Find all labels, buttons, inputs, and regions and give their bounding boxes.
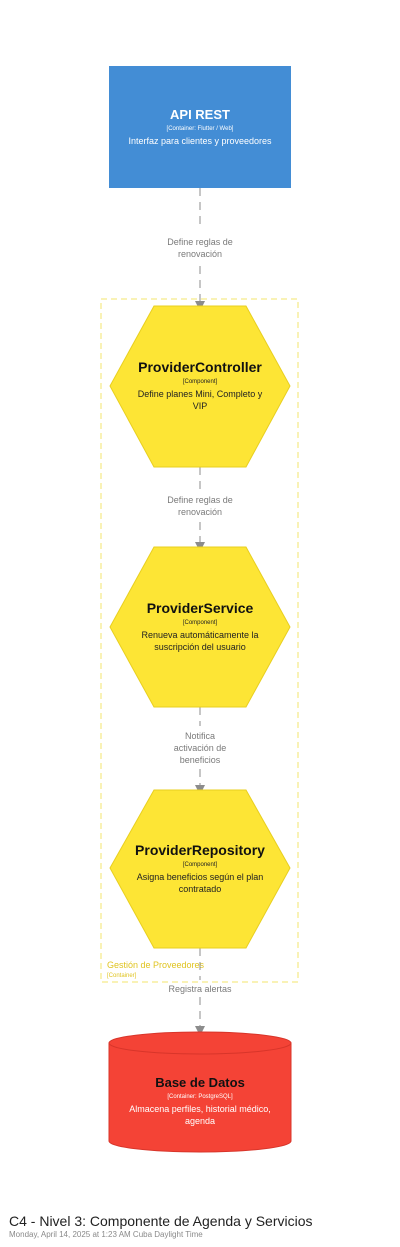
- edge-label: Notifica: [185, 731, 215, 741]
- provider-controller-component[interactable]: ProviderController [Component] Define pl…: [109, 305, 291, 468]
- provider-controller-tech: [Component]: [183, 379, 218, 385]
- edge-label: Registra alertas: [168, 984, 232, 994]
- c4-diagram: Gestión de Proveedores [Container] Defin…: [100, 66, 299, 1153]
- edge-label: Define reglas de: [167, 495, 233, 505]
- api-rest-tech: [Container: Flutter / Web]: [167, 126, 234, 132]
- boundary-type: [Container]: [107, 973, 137, 979]
- edge-label: activación de: [174, 743, 227, 753]
- edge-label: beneficios: [180, 755, 221, 765]
- database-description: agenda: [185, 1116, 215, 1126]
- database-tech: [Container: PostgreSQL]: [167, 1094, 233, 1100]
- provider-repository-tech: [Component]: [183, 862, 218, 868]
- database-cylinder-rim: [108, 1042, 292, 1055]
- edge-label: Define reglas de: [167, 237, 233, 247]
- provider-service-description: Renueva automáticamente la: [141, 630, 258, 640]
- database-description: Almacena perfiles, historial médico,: [129, 1104, 271, 1114]
- diagram-timestamp: Monday, April 14, 2025 at 1:23 AM Cuba D…: [9, 1230, 203, 1239]
- api-rest-container[interactable]: API REST [Container: Flutter / Web] Inte…: [109, 66, 291, 188]
- edge-label: renovación: [178, 507, 222, 517]
- gestion-proveedores-boundary[interactable]: Gestión de Proveedores [Container]: [100, 298, 299, 983]
- provider-service-hexagon: [109, 546, 291, 708]
- boundary-label: Gestión de Proveedores: [107, 960, 205, 970]
- provider-service-title: ProviderService: [147, 600, 254, 616]
- database-title: Base de Datos: [155, 1075, 245, 1090]
- edge-service-to-repository[interactable]: Notifica activación de beneficios: [174, 707, 227, 795]
- edge-api-to-controller[interactable]: Define reglas de renovación: [167, 188, 233, 311]
- provider-controller-title: ProviderController: [138, 359, 262, 375]
- provider-repository-description: contratado: [179, 884, 222, 894]
- api-rest-box: [109, 66, 291, 188]
- edge-repository-to-database[interactable]: Registra alertas: [168, 948, 232, 1036]
- provider-repository-description: Asigna beneficios según el plan: [137, 872, 264, 882]
- database-container[interactable]: Base de Datos [Container: PostgreSQL] Al…: [108, 1031, 292, 1153]
- diagram-title: C4 - Nivel 3: Componente de Agenda y Ser…: [9, 1213, 313, 1229]
- provider-repository-title: ProviderRepository: [135, 842, 265, 858]
- provider-controller-hexagon: [109, 305, 291, 468]
- provider-controller-description: Define planes Mini, Completo y: [138, 389, 263, 399]
- api-rest-title: API REST: [170, 107, 230, 122]
- provider-repository-component[interactable]: ProviderRepository [Component] Asigna be…: [109, 789, 291, 949]
- database-cylinder-body: [108, 1031, 292, 1153]
- provider-service-component[interactable]: ProviderService [Component] Renueva auto…: [109, 546, 291, 708]
- provider-service-description: suscripción del usuario: [154, 642, 246, 652]
- api-rest-description: Interfaz para clientes y proveedores: [128, 136, 272, 146]
- provider-service-tech: [Component]: [183, 620, 218, 626]
- provider-controller-description: VIP: [193, 401, 208, 411]
- provider-repository-hexagon: [109, 789, 291, 949]
- edge-controller-to-service[interactable]: Define reglas de renovación: [167, 467, 233, 552]
- edge-label: renovación: [178, 249, 222, 259]
